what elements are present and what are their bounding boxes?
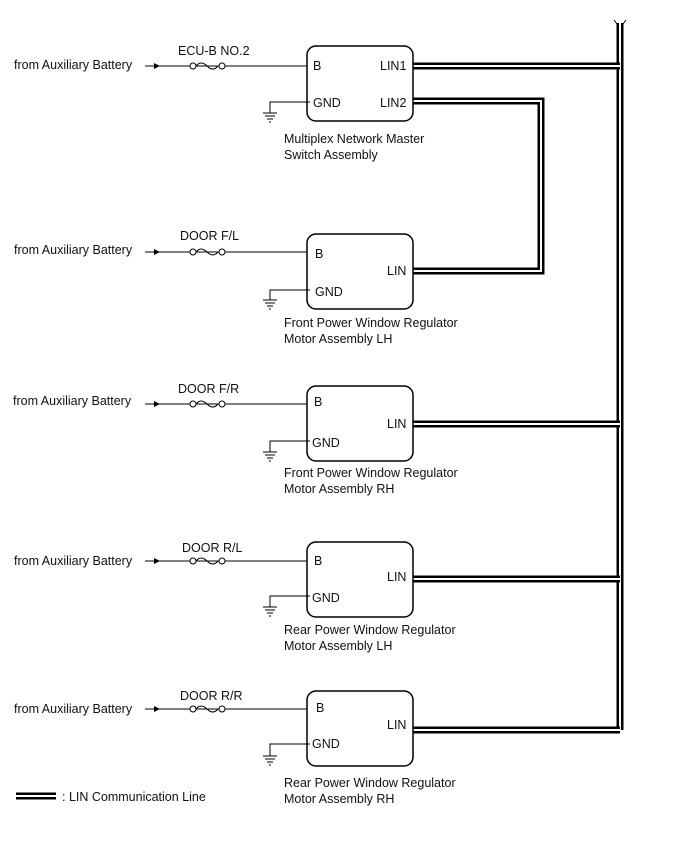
module-box xyxy=(306,541,414,618)
source-label: from Auxiliary Battery xyxy=(14,702,133,716)
arrow-icon xyxy=(154,706,160,712)
pin-gnd-label: GND xyxy=(315,285,343,299)
ground-icon xyxy=(263,112,277,123)
fuse-icon xyxy=(189,62,226,70)
fuse-icon xyxy=(189,705,226,713)
module-front-rh: from Auxiliary Battery DOOR F/R B GND LI… xyxy=(13,382,458,496)
pin-gnd-label: GND xyxy=(312,591,340,605)
source-label: from Auxiliary Battery xyxy=(14,243,133,257)
module-name-line-1: Front Power Window Regulator xyxy=(284,466,458,480)
module-name-line-1: Rear Power Window Regulator xyxy=(284,776,456,790)
pin-lin2-label: LIN2 xyxy=(380,96,406,110)
module-name-line-1: Front Power Window Regulator xyxy=(284,316,458,330)
module-box xyxy=(306,690,414,767)
pin-b-label: B xyxy=(314,554,322,568)
pin-b-label: B xyxy=(314,395,322,409)
module-box xyxy=(306,45,414,122)
arrow-icon xyxy=(154,558,160,564)
ground-icon xyxy=(263,606,277,617)
arrow-icon xyxy=(154,401,160,407)
pin-b-label: B xyxy=(316,701,324,715)
fuse-icon xyxy=(189,400,226,408)
arrow-icon xyxy=(154,249,160,255)
fuse-icon xyxy=(189,557,226,565)
source-label: from Auxiliary Battery xyxy=(14,554,133,568)
module-master-switch: from Auxiliary Battery ECU-B NO.2 B GND … xyxy=(14,44,424,162)
pin-b-label: B xyxy=(313,59,321,73)
pin-lin-label: LIN xyxy=(387,570,406,584)
lin-bus-lines xyxy=(412,19,627,734)
module-name-line-2: Motor Assembly RH xyxy=(284,792,394,806)
pin-b-label: B xyxy=(315,247,323,261)
ground-icon xyxy=(263,755,277,766)
arrow-icon xyxy=(154,63,160,69)
source-label: from Auxiliary Battery xyxy=(13,394,132,408)
legend-label: : LIN Communication Line xyxy=(62,790,206,804)
pin-gnd-label: GND xyxy=(312,737,340,751)
fuse-label: DOOR R/R xyxy=(180,689,243,703)
module-name-line-2: Motor Assembly RH xyxy=(284,482,394,496)
module-name-line-1: Multiplex Network Master xyxy=(284,132,424,146)
ground-icon xyxy=(263,451,277,462)
pin-lin-label: LIN xyxy=(387,417,406,431)
fuse-label: DOOR R/L xyxy=(182,541,242,555)
fuse-label: DOOR F/L xyxy=(180,229,239,243)
module-front-lh: from Auxiliary Battery DOOR F/L B GND LI… xyxy=(14,229,458,346)
module-box xyxy=(306,385,414,462)
ground-icon xyxy=(263,299,277,310)
fuse-label: ECU-B NO.2 xyxy=(178,44,250,58)
module-name-line-2: Motor Assembly LH xyxy=(284,332,392,346)
module-name-line-1: Rear Power Window Regulator xyxy=(284,623,456,637)
module-rear-lh: from Auxiliary Battery DOOR R/L B GND LI… xyxy=(14,541,456,653)
pin-lin1-label: LIN1 xyxy=(380,59,406,73)
module-name-line-2: Switch Assembly xyxy=(284,148,379,162)
module-rear-rh: from Auxiliary Battery DOOR R/R B GND LI… xyxy=(14,689,456,806)
pin-lin-label: LIN xyxy=(387,718,406,732)
pin-gnd-label: GND xyxy=(312,436,340,450)
source-label: from Auxiliary Battery xyxy=(14,58,133,72)
pin-lin-label: LIN xyxy=(387,264,406,278)
pin-gnd-label: GND xyxy=(313,96,341,110)
legend: : LIN Communication Line xyxy=(16,790,206,804)
module-name-line-2: Motor Assembly LH xyxy=(284,639,392,653)
module-box xyxy=(306,233,414,310)
fuse-icon xyxy=(189,248,226,256)
fuse-label: DOOR F/R xyxy=(178,382,239,396)
